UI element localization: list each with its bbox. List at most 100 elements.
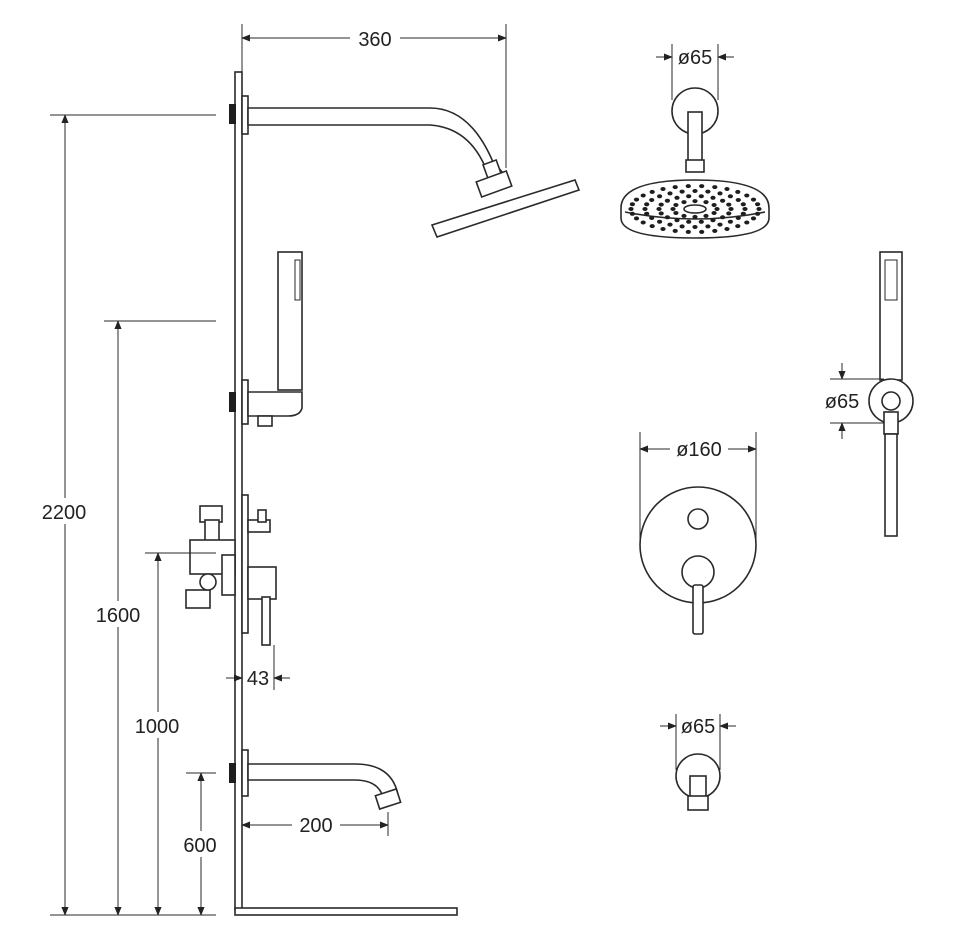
- mixer-handle-hub: [681, 555, 715, 589]
- nozzle: [685, 184, 691, 189]
- nozzle: [698, 194, 704, 199]
- nozzle: [740, 202, 746, 207]
- nozzle: [673, 203, 679, 207]
- dim-handshower-flange: ø65: [825, 391, 859, 413]
- shower-nozzles: [628, 184, 762, 234]
- nozzle: [735, 198, 741, 202]
- side-mixer: [185, 494, 277, 646]
- dim-shower-flange: ø65: [678, 47, 712, 69]
- nozzle: [705, 189, 711, 194]
- nozzle: [673, 211, 679, 215]
- nozzle: [703, 213, 709, 218]
- nozzle: [640, 220, 646, 225]
- mixer-lever: [692, 584, 704, 635]
- nozzle: [692, 214, 698, 219]
- nozzle: [703, 200, 709, 205]
- nozzle: [692, 199, 698, 204]
- nozzle: [657, 194, 663, 199]
- nozzle: [735, 216, 741, 220]
- front-hand-shower: ø65: [825, 251, 914, 537]
- side-hand-shower: [229, 251, 303, 427]
- nozzle: [633, 197, 640, 202]
- nozzle: [744, 220, 750, 225]
- nozzle: [656, 207, 662, 211]
- dim-1000: 1000: [135, 716, 180, 738]
- nozzle: [658, 211, 664, 216]
- nozzle: [642, 207, 648, 211]
- nozzle: [714, 207, 720, 211]
- front-overhead-shower: ø65: [620, 44, 770, 239]
- nozzle: [724, 227, 730, 231]
- nozzle: [685, 229, 691, 234]
- nozzle: [629, 202, 636, 207]
- nozzle: [712, 185, 718, 190]
- nozzle: [710, 195, 716, 200]
- dim-spout-flange: ø65: [681, 716, 715, 738]
- reach-dimensions: 360 43 200: [226, 24, 507, 839]
- dim-43: 43: [247, 668, 269, 690]
- nozzle: [664, 198, 671, 203]
- nozzle: [644, 211, 650, 216]
- nozzle: [742, 207, 748, 211]
- nozzle: [644, 202, 650, 207]
- nozzle: [658, 202, 664, 207]
- nozzle: [712, 228, 718, 233]
- nozzle: [710, 218, 716, 223]
- nozzle: [699, 184, 705, 189]
- nozzle: [699, 229, 705, 234]
- side-spout: [229, 749, 402, 811]
- nozzle: [681, 200, 687, 205]
- nozzle: [660, 187, 666, 191]
- nozzle: [681, 213, 687, 218]
- nozzle: [649, 189, 655, 194]
- nozzle: [711, 203, 717, 207]
- nozzle: [686, 219, 692, 224]
- nozzle: [750, 216, 757, 221]
- nozzle: [628, 207, 634, 211]
- nozzle: [726, 211, 732, 216]
- nozzle: [740, 211, 746, 216]
- front-spout: ø65: [660, 714, 736, 811]
- nozzle: [711, 211, 717, 215]
- nozzle: [717, 222, 723, 227]
- nozzle: [657, 219, 663, 224]
- nozzle: [735, 189, 741, 194]
- dim-600: 600: [183, 835, 216, 857]
- nozzle: [735, 224, 741, 229]
- nozzle: [756, 207, 762, 211]
- nozzle: [674, 195, 680, 200]
- nozzle: [660, 227, 666, 231]
- diverter-knob: [687, 508, 709, 530]
- nozzle: [674, 218, 680, 223]
- nozzle: [672, 185, 678, 190]
- nozzle: [679, 224, 685, 229]
- nozzle: [720, 198, 726, 203]
- nozzle: [629, 211, 636, 216]
- front-mixer: ø160: [639, 432, 757, 635]
- dim-200: 200: [299, 815, 332, 837]
- side-overhead-shower: [229, 95, 581, 238]
- nozzle: [755, 211, 761, 216]
- nozzle: [670, 207, 676, 211]
- nozzle: [686, 194, 692, 199]
- nozzle: [750, 197, 757, 202]
- nozzle: [727, 194, 734, 199]
- nozzle: [727, 219, 734, 224]
- nozzle: [717, 191, 723, 196]
- nozzle: [679, 189, 685, 194]
- nozzle: [705, 224, 711, 229]
- nozzle: [720, 215, 726, 220]
- nozzle: [649, 216, 655, 220]
- nozzle: [667, 191, 673, 196]
- wall-section: [234, 71, 458, 916]
- nozzle: [649, 198, 655, 202]
- nozzle: [698, 219, 704, 224]
- nozzle: [672, 228, 678, 233]
- nozzle: [692, 225, 698, 229]
- nozzle: [640, 193, 646, 198]
- nozzle: [728, 207, 734, 211]
- nozzle: [649, 224, 655, 229]
- dim-2200: 2200: [42, 502, 87, 524]
- nozzle: [744, 193, 750, 198]
